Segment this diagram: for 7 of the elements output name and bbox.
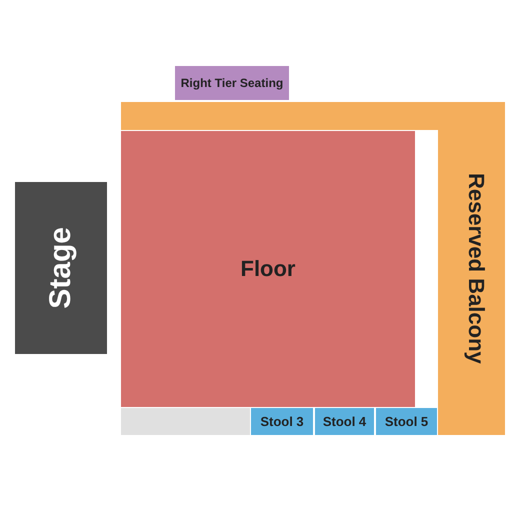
floor-section: Floor <box>121 131 415 407</box>
stage-block: Stage <box>15 182 107 354</box>
stool-section: Stool 5 <box>376 408 437 435</box>
stool-section: Stool 4 <box>315 408 374 435</box>
section-block: Right Tier Seating <box>175 66 289 100</box>
unlabeled-section <box>121 408 250 435</box>
stool-section: Stool 3 <box>251 408 313 435</box>
